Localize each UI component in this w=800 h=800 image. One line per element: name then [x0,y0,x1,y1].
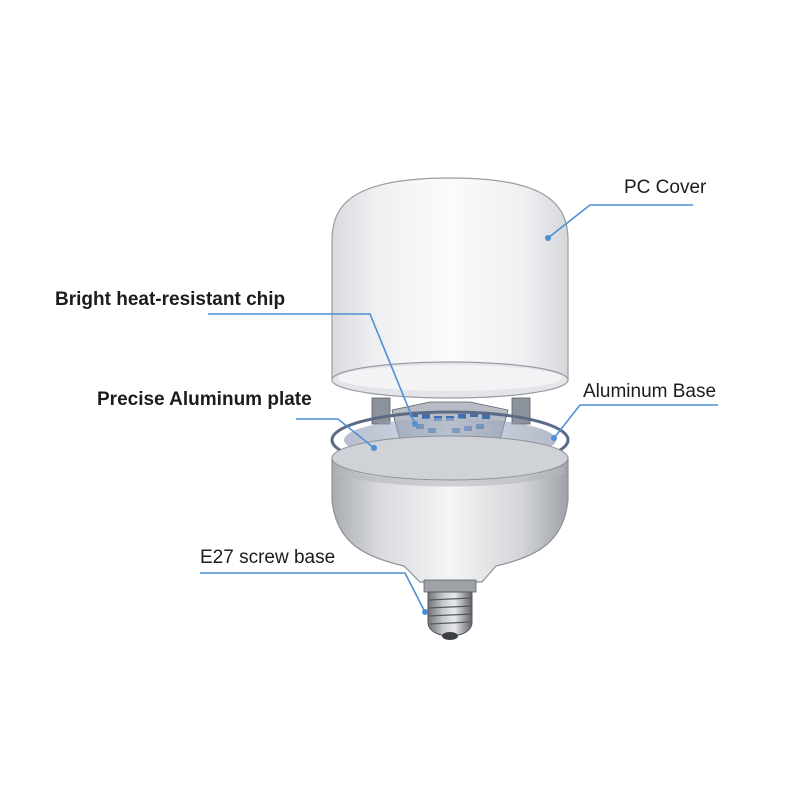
label-pc-cover: PC Cover [624,177,707,198]
endpoint-screw [422,609,428,615]
screw-base-shape [423,579,477,640]
leader-base [553,404,718,439]
leader-endpoints [371,235,557,615]
aluminum-base-shape [331,435,569,583]
leader-chip [208,313,416,425]
leader-plate [296,418,375,449]
endpoint-plate [371,445,377,451]
label-chip: Bright heat-resistant chip [55,289,286,310]
leader-screw [200,572,426,613]
endpoint-chip [412,421,418,427]
leader-pc-cover [547,204,693,239]
endpoint-base [551,435,557,441]
label-screw-base: E27 screw base [200,547,336,568]
leader-lines [200,204,718,613]
pc-cover-shape [331,177,569,399]
label-plate: Precise Aluminum plate [97,389,312,410]
label-aluminum-base: Aluminum Base [583,381,717,402]
endpoint-pc-cover [545,235,551,241]
